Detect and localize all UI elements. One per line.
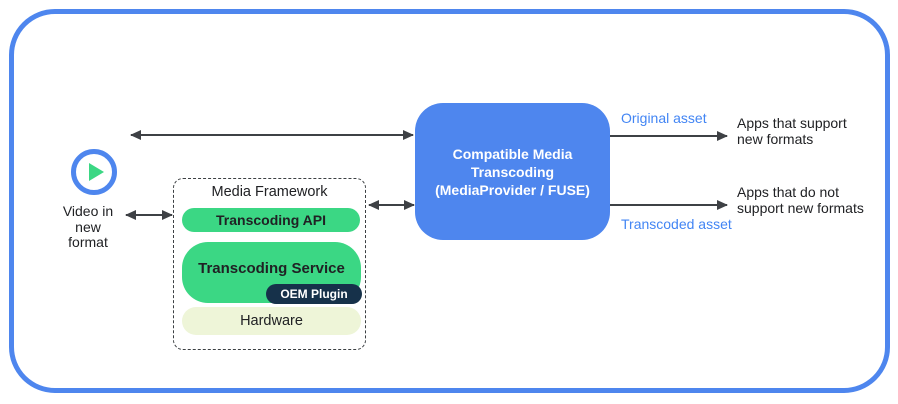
original-asset-label: Original asset bbox=[621, 110, 707, 126]
play-icon bbox=[71, 149, 117, 195]
video-source-label: Video in new format bbox=[62, 203, 114, 250]
media-framework-title: Media Framework bbox=[211, 184, 328, 200]
arrow-source-framework bbox=[126, 214, 172, 216]
arrow-transcoded-asset bbox=[610, 204, 727, 206]
arrow-original-asset bbox=[610, 135, 727, 137]
hardware-block: Hardware bbox=[182, 307, 361, 335]
play-triangle-icon bbox=[88, 163, 104, 181]
apps-support-label: Apps that support new formats bbox=[737, 115, 847, 147]
compatible-media-transcoding-block: Compatible Media Transcoding (MediaProvi… bbox=[415, 103, 610, 240]
apps-no-support-label: Apps that do not support new formats bbox=[737, 184, 864, 216]
transcoded-asset-label: Transcoded asset bbox=[621, 216, 732, 232]
arrow-source-transcoder bbox=[131, 134, 413, 136]
arrow-framework-transcoder bbox=[369, 204, 414, 206]
transcoding-api-block: Transcoding API bbox=[182, 208, 360, 232]
oem-plugin-block: OEM Plugin bbox=[266, 284, 362, 304]
